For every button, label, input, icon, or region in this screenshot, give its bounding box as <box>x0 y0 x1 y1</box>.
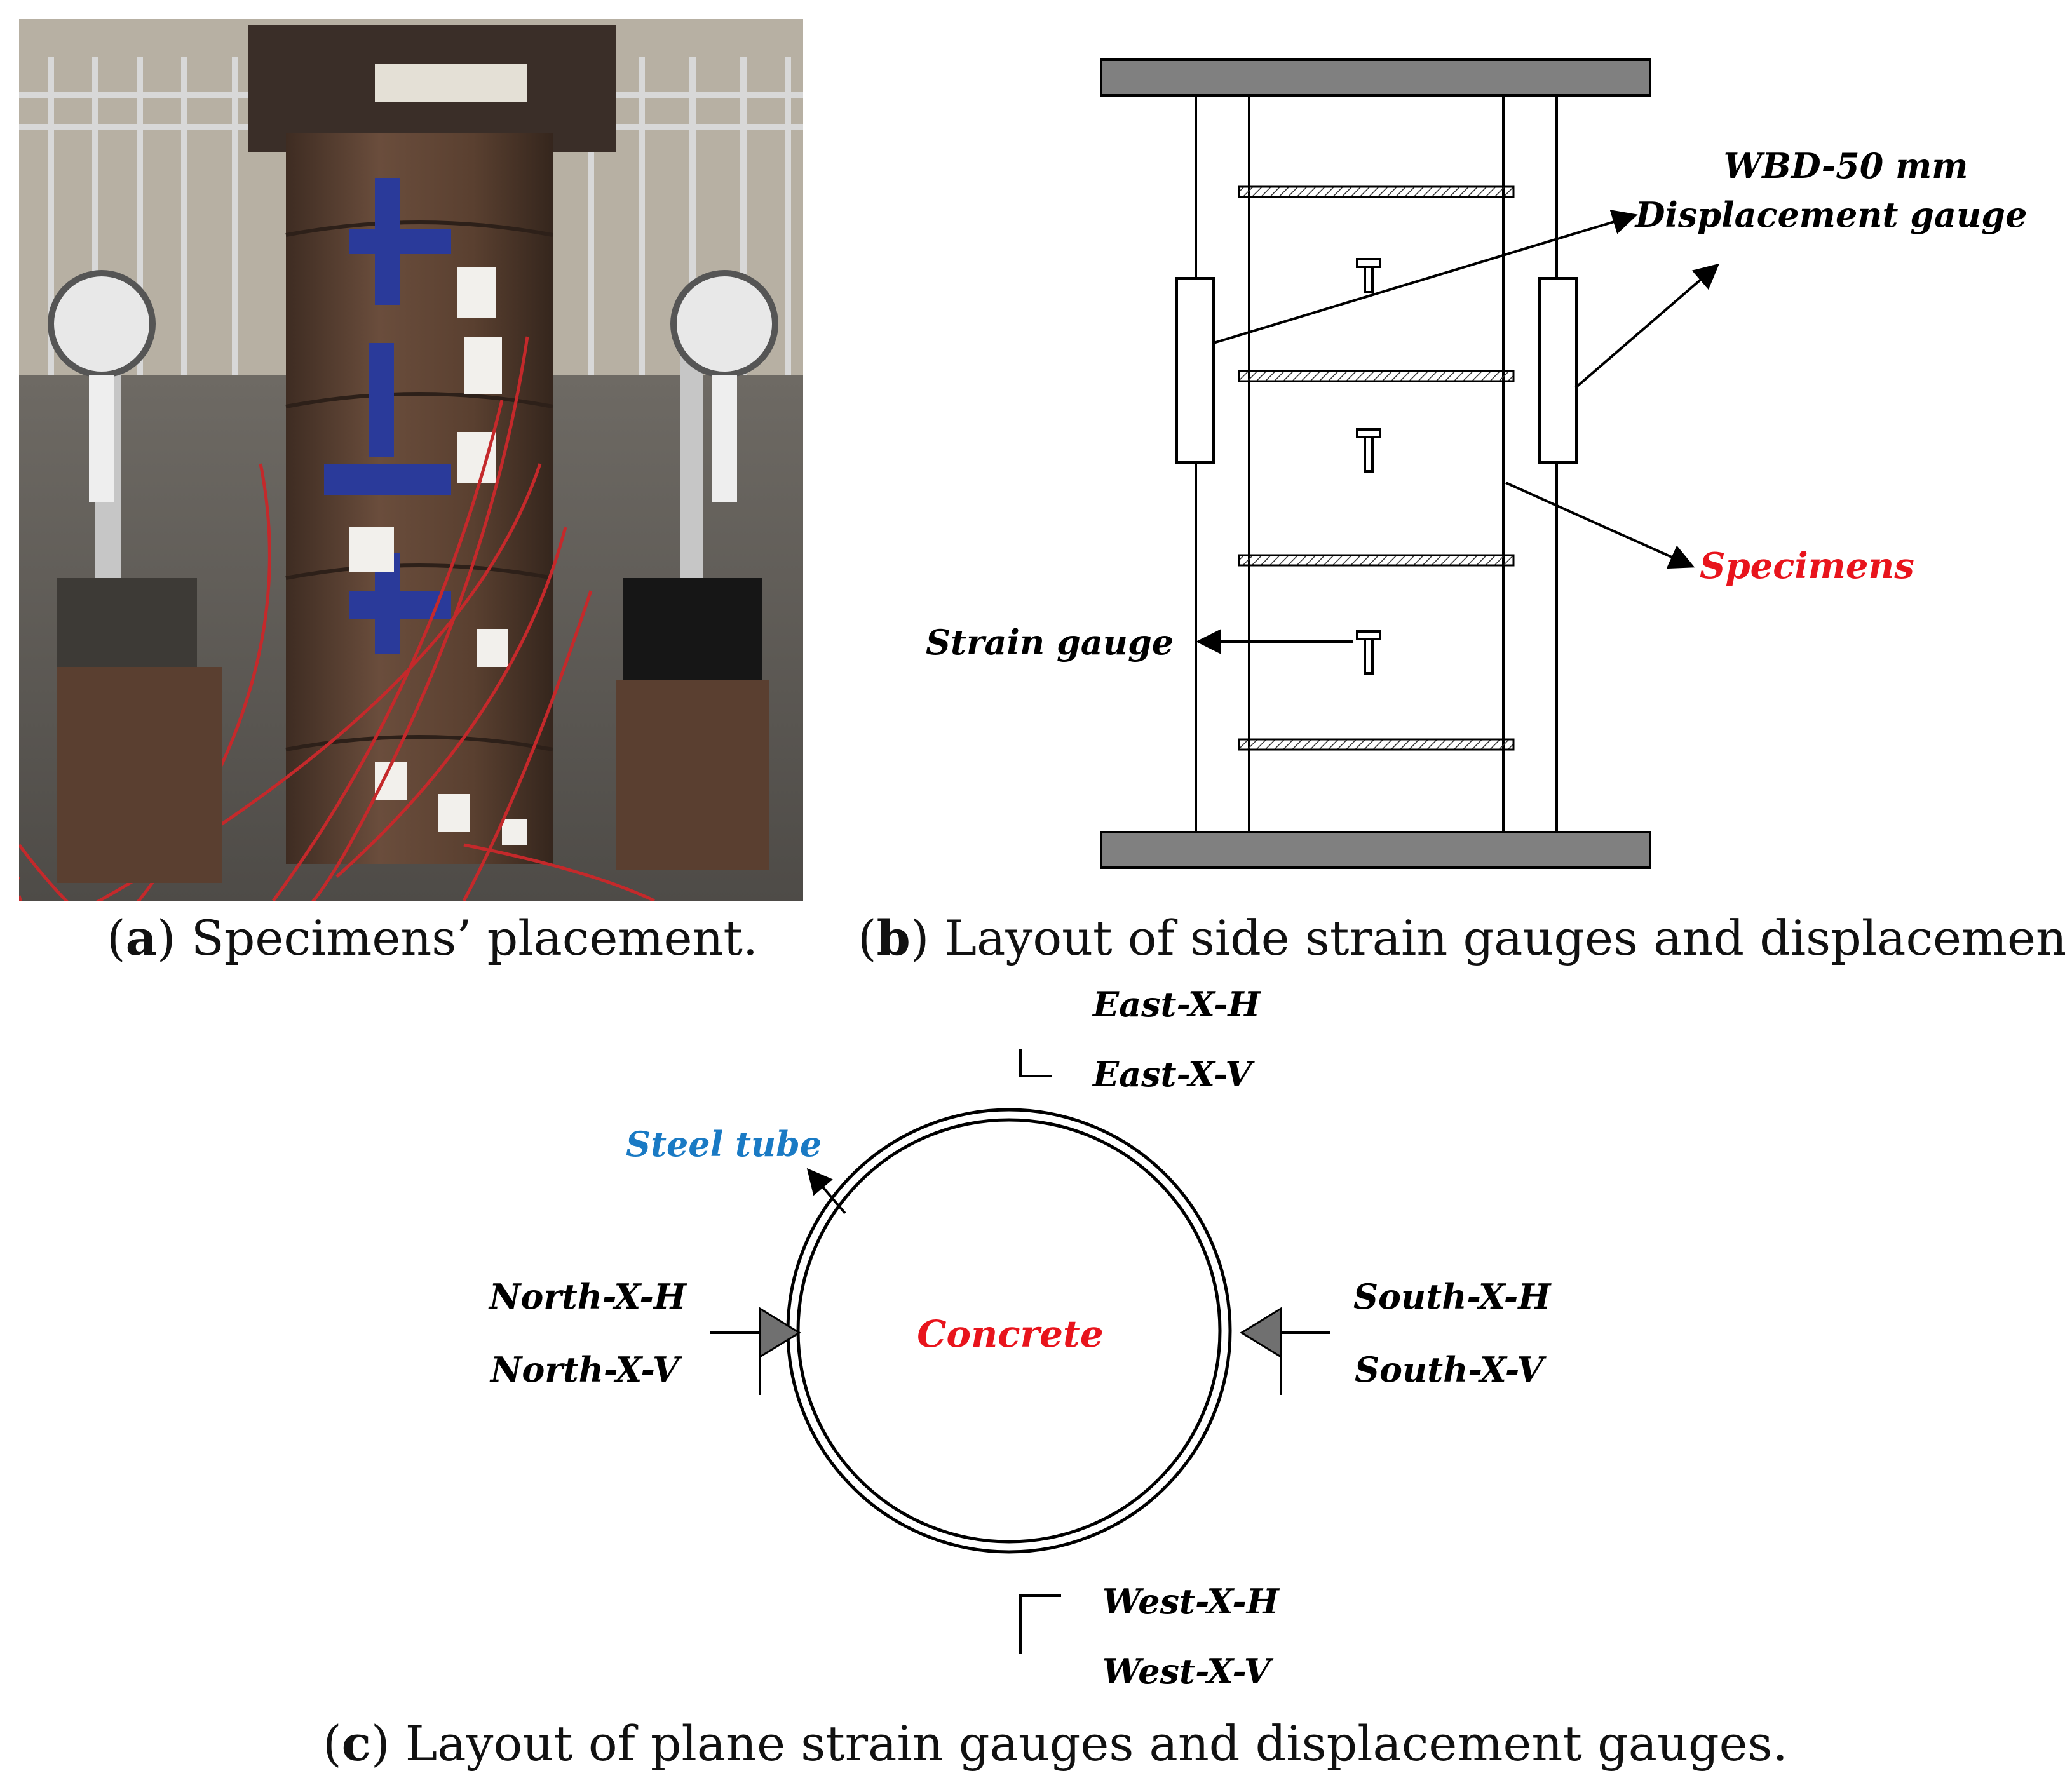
hatched-bands <box>1238 185 1515 751</box>
right-displacement-gauge <box>1538 277 1578 464</box>
caption-c: (c) Layout of plane strain gauges and di… <box>323 1715 1788 1772</box>
east-gauge-marker <box>1019 1049 1052 1077</box>
left-displacement-gauge <box>48 270 222 883</box>
steel-tube-inner <box>796 1118 1222 1544</box>
east-v-label: East-X-V <box>1092 1054 1255 1095</box>
caption-a: (a) Specimens’ placement. <box>107 910 759 966</box>
west-v-label: West-X-V <box>1102 1651 1274 1692</box>
strain-gauge-3 <box>1356 630 1381 675</box>
west-h-label: West-X-H <box>1102 1581 1280 1622</box>
specimen-photo <box>1 19 803 974</box>
right-displacement-gauge <box>616 270 778 870</box>
background-railing <box>19 57 803 375</box>
strain-gauge-2 <box>1356 428 1381 473</box>
plane-layout-diagram: East-X-H East-X-V West-X-H West-X-V Nort… <box>488 984 1552 1692</box>
caption-b: (b) Layout of side strain gauges and dis… <box>858 910 2065 966</box>
specimens-label: Specimens <box>1700 545 1914 587</box>
side-layout-diagram: WBD-50 mm Displacement gauge Specimens S… <box>926 58 2028 869</box>
south-gauge-marker <box>1240 1307 1330 1395</box>
strain-gauge-1 <box>1356 258 1381 293</box>
west-gauge-marker <box>1019 1594 1061 1654</box>
south-h-label: South-X-H <box>1353 1276 1552 1317</box>
gauge-label-line1: WBD-50 mm <box>1724 145 1968 186</box>
steel-tube-label: Steel tube <box>626 1124 822 1164</box>
strain-gauge-label: Strain gauge <box>926 622 1174 663</box>
north-h-label: North-X-H <box>488 1276 687 1317</box>
specimens-arrow <box>1505 482 1695 569</box>
top-plate <box>1100 58 1651 97</box>
gauge-label-line2: Displacement gauge <box>1634 194 2028 235</box>
specimen-photo-drawing <box>1 19 803 974</box>
south-v-label: South-X-V <box>1355 1349 1547 1390</box>
steel-tube-arrow <box>806 1168 846 1215</box>
concrete-label: Concrete <box>917 1312 1103 1356</box>
bottom-plate <box>1100 831 1651 869</box>
gauge-arrow-left <box>1213 210 1638 344</box>
east-h-label: East-X-H <box>1092 984 1261 1025</box>
gauge-arrow-right <box>1574 263 1720 389</box>
left-displacement-gauge <box>1175 277 1215 464</box>
north-gauge-marker <box>710 1307 801 1395</box>
blue-tape <box>324 178 451 654</box>
north-v-label: North-X-V <box>489 1349 682 1390</box>
